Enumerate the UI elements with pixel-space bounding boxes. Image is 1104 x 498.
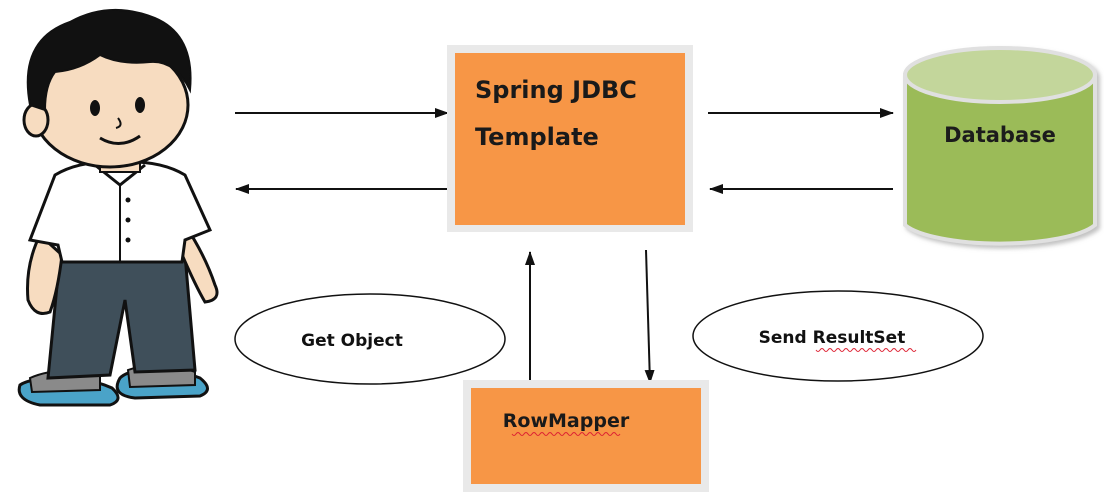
spellcheck-underline: [815, 348, 917, 352]
spellcheck-underline: [511, 432, 621, 436]
template-label-line1: Spring JDBC: [475, 76, 637, 104]
get-object-ellipse: Get Object: [234, 293, 506, 385]
rowmapper-label: RowMapper: [503, 410, 630, 432]
spring-jdbc-template-box: Spring JDBC Template: [447, 45, 693, 232]
send-resultset-ellipse: Send ResultSet: [692, 290, 984, 382]
person-illustration: [17, 9, 219, 407]
template-label-line2: Template: [475, 123, 599, 151]
rowmapper-box: RowMapper: [463, 380, 709, 492]
database-label: Database: [944, 123, 1056, 147]
send-resultset-label: Send ResultSet: [759, 328, 906, 348]
database-cylinder: Database: [903, 46, 1097, 246]
get-object-label: Get Object: [301, 331, 403, 351]
arrow-template-to-rowmapper: [644, 249, 655, 384]
